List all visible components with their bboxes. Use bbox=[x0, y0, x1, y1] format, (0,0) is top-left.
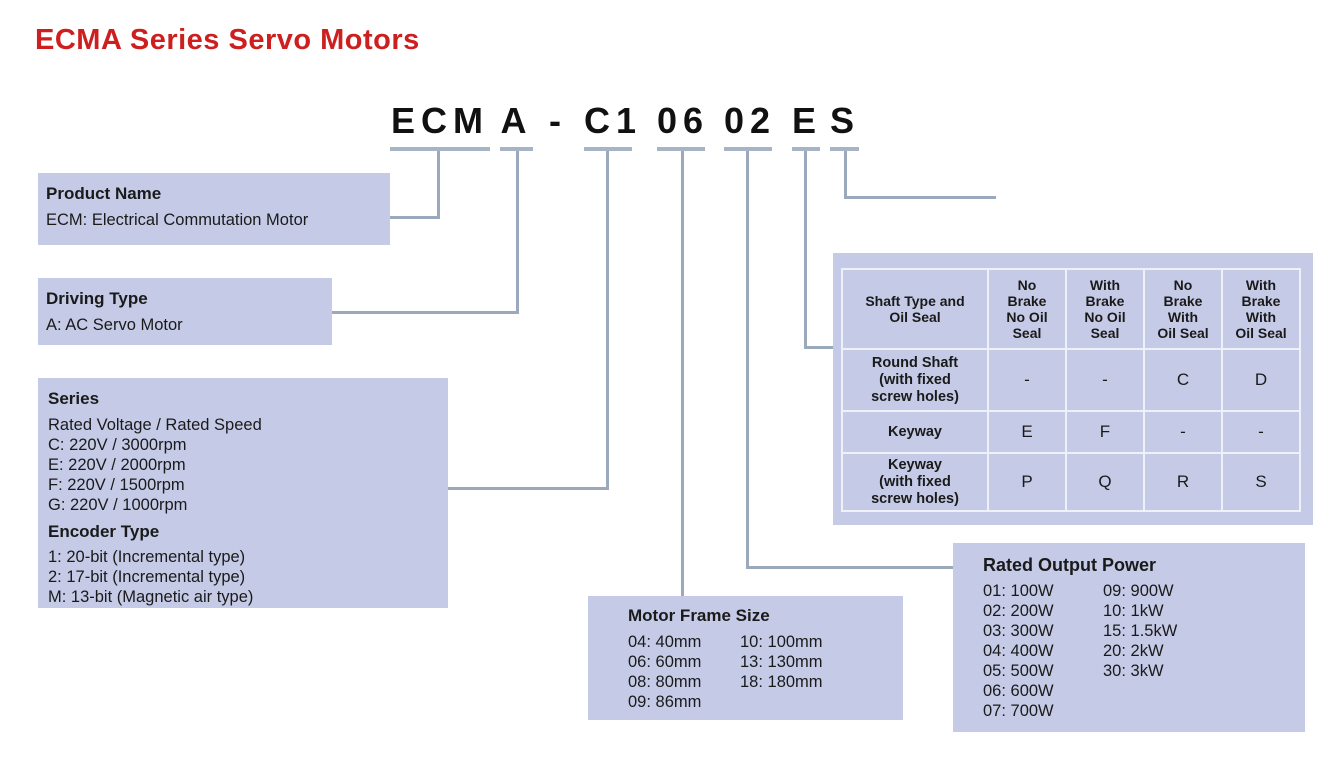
encoder-item: M: 13-bit (Magnetic air type) bbox=[48, 588, 254, 606]
table-cell: F bbox=[1065, 410, 1145, 454]
series-encoder-box: Series Rated Voltage / Rated Speed C: 22… bbox=[38, 378, 448, 608]
product-name-title: Product Name bbox=[46, 184, 162, 203]
product-name-box: Product Name ECM: Electrical Commutation… bbox=[38, 173, 390, 245]
power-item: 06: 600W bbox=[983, 682, 1054, 700]
frame-size-item: 13: 130mm bbox=[740, 653, 823, 671]
connector-s-vertical bbox=[844, 151, 847, 199]
frame-size-item: 18: 180mm bbox=[740, 673, 823, 691]
model-segment-series-encoder: C1 bbox=[584, 100, 643, 141]
table-cell: Q bbox=[1065, 452, 1145, 512]
model-segment-ecm: ECM bbox=[391, 100, 489, 141]
rated-output-power-title: Rated Output Power bbox=[983, 555, 1157, 575]
power-item: 04: 400W bbox=[983, 642, 1054, 660]
power-item: 03: 300W bbox=[983, 622, 1054, 640]
table-cell: D bbox=[1221, 348, 1301, 412]
table-cell: P bbox=[987, 452, 1067, 512]
table-cell: - bbox=[1065, 348, 1145, 412]
rated-output-power-box: Rated Output Power 01: 100W 02: 200W 03:… bbox=[953, 543, 1305, 732]
connector-e-horizontal bbox=[804, 346, 836, 349]
connector-a-horizontal bbox=[332, 311, 519, 314]
underline-02 bbox=[724, 147, 772, 151]
encoder-item: 2: 17-bit (Incremental type) bbox=[48, 568, 246, 586]
power-item: 01: 100W bbox=[983, 582, 1054, 600]
motor-frame-size-box: Motor Frame Size 04: 40mm 06: 60mm 08: 8… bbox=[588, 596, 903, 720]
underline-a bbox=[500, 147, 533, 151]
product-name-description: ECM: Electrical Commutation Motor bbox=[46, 211, 309, 229]
connector-02-horizontal bbox=[746, 566, 956, 569]
model-segment-driving-type: A bbox=[500, 100, 533, 141]
table-cell: - bbox=[987, 348, 1067, 412]
power-item: 07: 700W bbox=[983, 702, 1054, 720]
series-item: C: 220V / 3000rpm bbox=[48, 436, 187, 454]
series-title: Series bbox=[48, 389, 100, 408]
table-header-cell: With Brake With Oil Seal bbox=[1221, 268, 1301, 350]
frame-size-item: 10: 100mm bbox=[740, 633, 823, 651]
table-row-label: Keyway (with fixed screw holes) bbox=[841, 452, 989, 512]
underline-06 bbox=[657, 147, 705, 151]
page-title: ECMA Series Servo Motors bbox=[35, 24, 420, 56]
shaft-type-oil-seal-table: Shaft Type and Oil Seal No Brake No Oil … bbox=[841, 268, 1301, 512]
table-cell: S bbox=[1221, 452, 1301, 512]
power-item: 30: 3kW bbox=[1103, 662, 1164, 680]
encoder-item: 1: 20-bit (Incremental type) bbox=[48, 548, 246, 566]
table-cell: E bbox=[987, 410, 1067, 454]
model-segment-frame-size: 06 bbox=[657, 100, 710, 141]
frame-size-item: 06: 60mm bbox=[628, 653, 702, 671]
table-cell: - bbox=[1143, 410, 1223, 454]
table-header-row: Shaft Type and Oil Seal No Brake No Oil … bbox=[841, 268, 1301, 350]
connector-02-vertical bbox=[746, 151, 749, 569]
table-header-label: Shaft Type and Oil Seal bbox=[841, 268, 989, 350]
frame-size-item: 09: 86mm bbox=[628, 693, 702, 711]
connector-ecm-vertical bbox=[437, 151, 440, 219]
power-item: 02: 200W bbox=[983, 602, 1054, 620]
encoder-type-title: Encoder Type bbox=[48, 522, 160, 541]
driving-type-description: A: AC Servo Motor bbox=[46, 316, 183, 334]
underline-c1 bbox=[584, 147, 632, 151]
model-segment-output-power: 02 bbox=[724, 100, 777, 141]
model-segment-shaft-type-2: S bbox=[830, 100, 861, 141]
model-segment-hyphen: - bbox=[549, 100, 567, 141]
motor-frame-size-title: Motor Frame Size bbox=[628, 606, 770, 625]
table-header-cell: No Brake With Oil Seal bbox=[1143, 268, 1223, 350]
power-item: 10: 1kW bbox=[1103, 602, 1164, 620]
table-row-label: Round Shaft (with fixed screw holes) bbox=[841, 348, 989, 412]
table-header-cell: No Brake No Oil Seal bbox=[987, 268, 1067, 350]
table-cell: R bbox=[1143, 452, 1223, 512]
series-item: F: 220V / 1500rpm bbox=[48, 476, 185, 494]
shaft-type-oil-seal-box: Shaft Type and Oil Seal No Brake No Oil … bbox=[833, 253, 1313, 525]
connector-c1-vertical bbox=[606, 151, 609, 490]
connector-06-vertical bbox=[681, 151, 684, 597]
connector-ecm-horizontal bbox=[390, 216, 440, 219]
underline-e bbox=[792, 147, 820, 151]
connector-a-vertical bbox=[516, 151, 519, 314]
power-item: 09: 900W bbox=[1103, 582, 1174, 600]
table-header-cell: With Brake No Oil Seal bbox=[1065, 268, 1145, 350]
series-subtitle: Rated Voltage / Rated Speed bbox=[48, 416, 262, 434]
table-cell: C bbox=[1143, 348, 1223, 412]
frame-size-item: 04: 40mm bbox=[628, 633, 702, 651]
connector-s-horizontal bbox=[844, 196, 996, 199]
model-segment-shaft-type: E bbox=[792, 100, 823, 141]
connector-e-vertical bbox=[804, 151, 807, 349]
power-item: 20: 2kW bbox=[1103, 642, 1164, 660]
table-row-round-shaft: Round Shaft (with fixed screw holes) - -… bbox=[841, 348, 1301, 412]
underline-s bbox=[830, 147, 859, 151]
power-item: 05: 500W bbox=[983, 662, 1054, 680]
connector-c1-horizontal bbox=[448, 487, 609, 490]
driving-type-box: Driving Type A: AC Servo Motor bbox=[38, 278, 332, 345]
series-item: G: 220V / 1000rpm bbox=[48, 496, 188, 514]
underline-ecm bbox=[390, 147, 490, 151]
table-row-keyway-fixed: Keyway (with fixed screw holes) P Q R S bbox=[841, 452, 1301, 512]
table-row-keyway: Keyway E F - - bbox=[841, 410, 1301, 454]
table-cell: - bbox=[1221, 410, 1301, 454]
frame-size-item: 08: 80mm bbox=[628, 673, 702, 691]
driving-type-title: Driving Type bbox=[46, 289, 148, 308]
table-row-label: Keyway bbox=[841, 410, 989, 454]
power-item: 15: 1.5kW bbox=[1103, 622, 1178, 640]
series-item: E: 220V / 2000rpm bbox=[48, 456, 186, 474]
